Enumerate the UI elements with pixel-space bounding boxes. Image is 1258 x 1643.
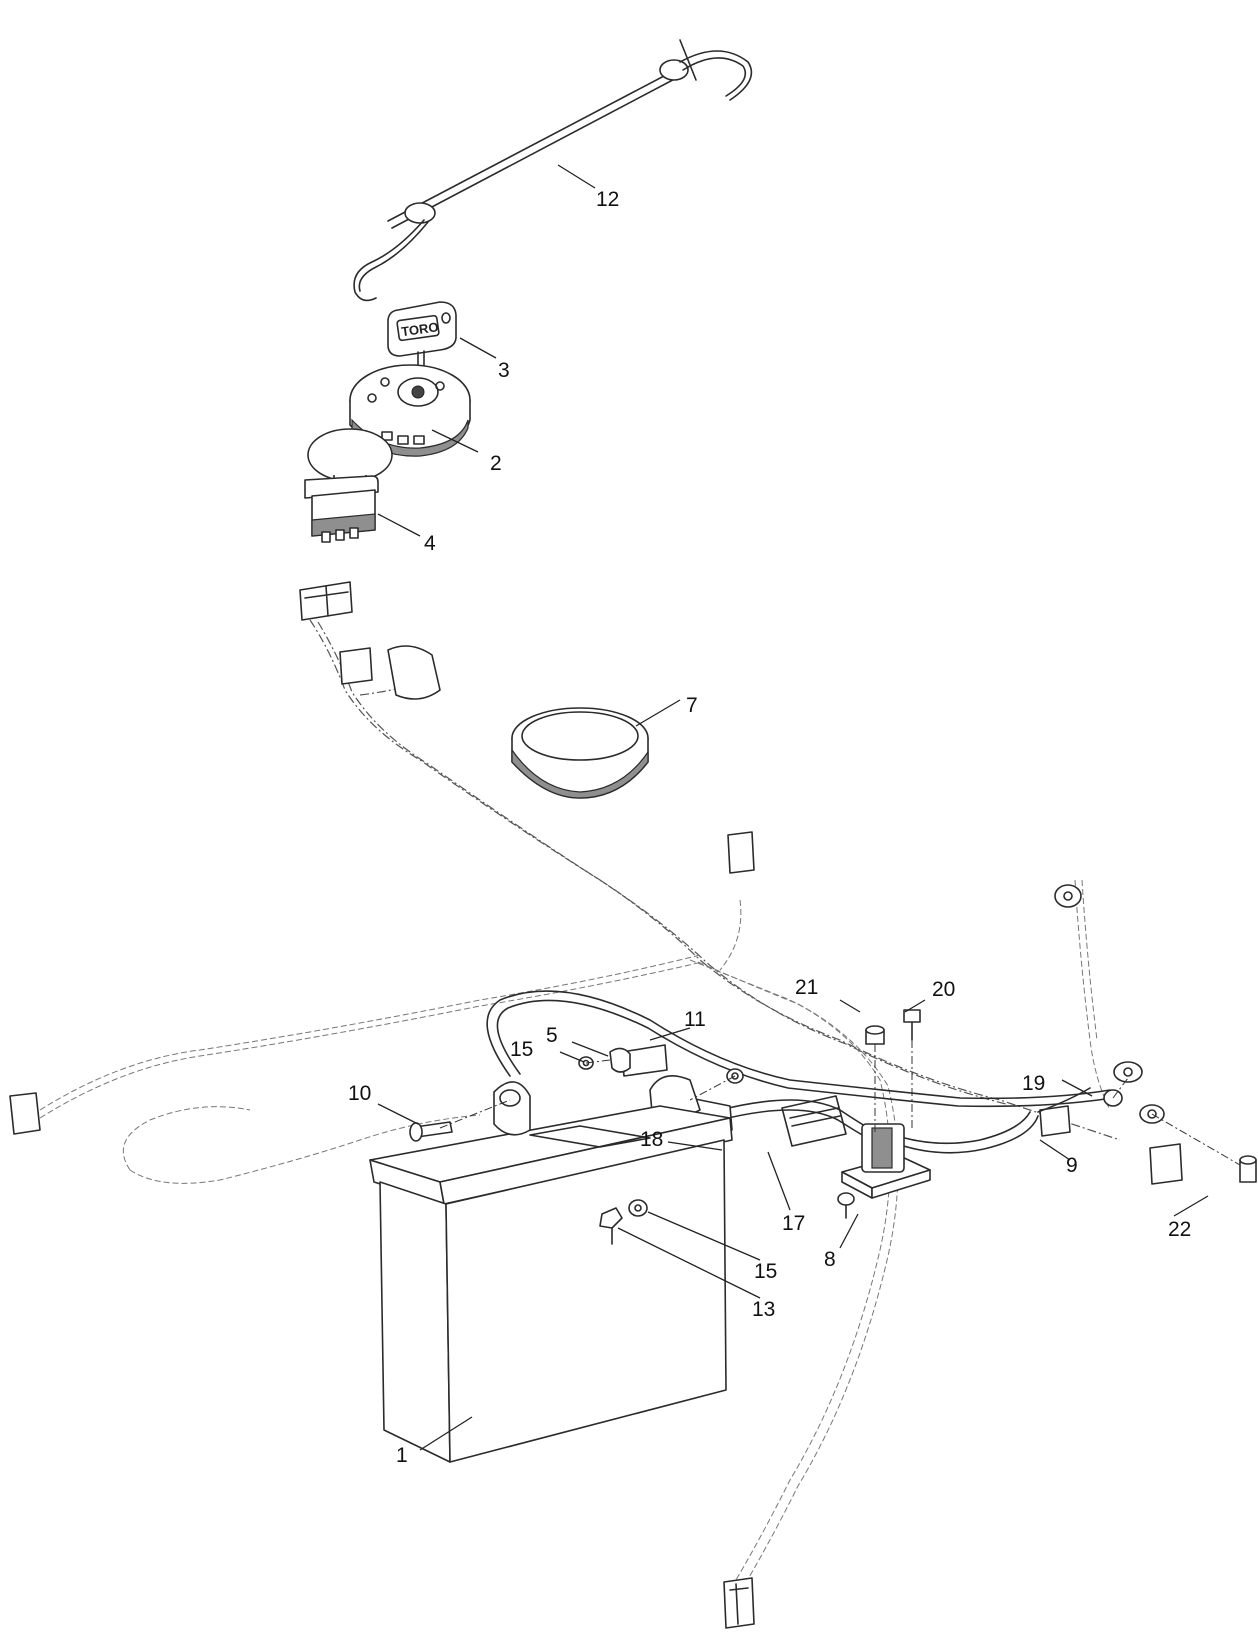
ring-terminals: [1113, 1061, 1165, 1124]
fasteners: [409, 1009, 1257, 1245]
callout-22: 22: [1168, 1218, 1191, 1241]
callout-21: 21: [795, 976, 818, 999]
assembly-guides: [439, 1040, 1241, 1166]
cable-part-9: [879, 1087, 1091, 1154]
callout-10: 10: [348, 1082, 371, 1105]
key-brand-label: TORO: [400, 319, 439, 339]
callout-17: 17: [782, 1212, 805, 1235]
leader-lines: [377, 164, 1209, 1451]
pad-part-7: [511, 707, 649, 799]
callout-12: 12: [596, 188, 619, 211]
callout-4: 4: [424, 532, 436, 555]
solenoid-part-8: [837, 1123, 931, 1219]
callout-15-lower: 15: [754, 1260, 777, 1283]
cable-part-11: [486, 990, 1113, 1108]
callout-19: 19: [1022, 1072, 1045, 1095]
pto-switch-part-4: [304, 428, 393, 543]
callout-5: 5: [546, 1024, 558, 1047]
callout-18: 18: [640, 1128, 663, 1151]
key-rod-part-12: [353, 39, 753, 302]
key-part-3: TORO: [387, 301, 457, 381]
callout-13: 13: [752, 1298, 775, 1321]
callout-7: 7: [686, 694, 698, 717]
callout-2: 2: [490, 452, 502, 475]
harness-connectors: [9, 581, 1183, 1629]
callout-9: 9: [1066, 1154, 1078, 1177]
callout-15-upper: 15: [510, 1038, 533, 1061]
callout-11: 11: [684, 1008, 706, 1031]
callout-3: 3: [498, 359, 510, 382]
battery-part-1: [369, 1105, 733, 1463]
callout-20: 20: [932, 978, 955, 1001]
callout-labels: 12 3 2 4 7 10 15 5 11 18 19 21 20 22 9 1…: [348, 188, 1191, 1467]
callout-1: 1: [396, 1444, 408, 1467]
callout-8: 8: [824, 1248, 836, 1271]
